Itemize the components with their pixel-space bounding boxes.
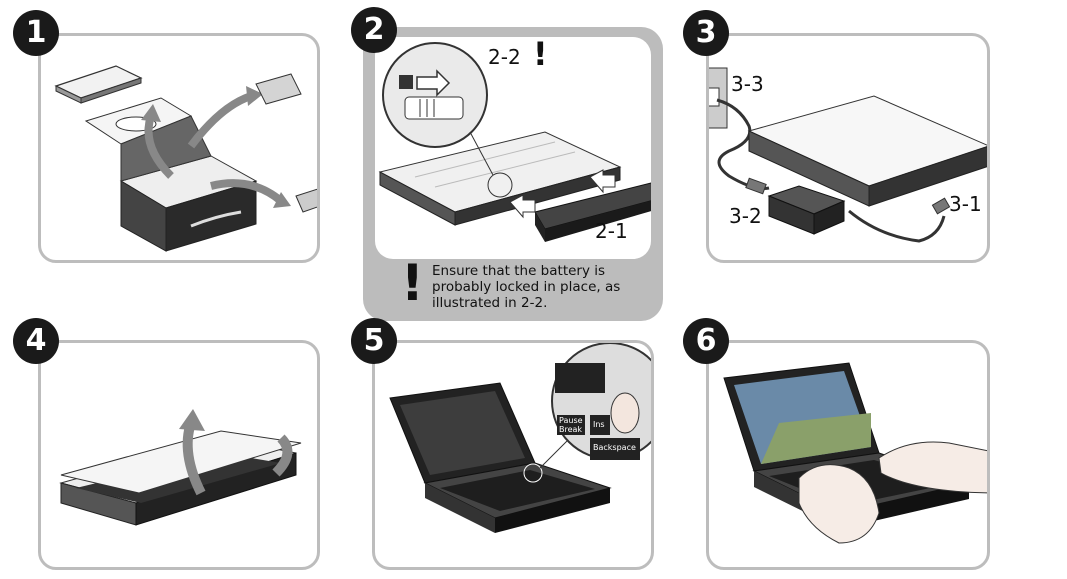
- step-3-panel: 3-3 3-2 3-1: [706, 33, 990, 263]
- label-3-1: 3-1: [949, 192, 982, 216]
- warning-exclamation-icon: !: [401, 254, 424, 312]
- label-2-1: 2-1: [595, 219, 628, 243]
- step-6-badge: 6: [683, 318, 729, 364]
- unboxing-illustration: [54, 65, 317, 252]
- battery-warning-note: Ensure that the battery is probably lock…: [432, 263, 620, 311]
- label-3-2: 3-2: [729, 204, 762, 228]
- note-line-2: probably locked in place, as: [432, 279, 621, 295]
- step-3-badge: 3: [683, 10, 729, 56]
- power-on-illustration: [389, 343, 651, 533]
- step-2-panel: 2-2 ! 2-1 ! Ensure that the battery is p…: [363, 27, 663, 321]
- ins-key-label: Ins: [593, 420, 605, 429]
- step-4-panel: [38, 340, 320, 570]
- note-line-3: illustrated in 2-2.: [432, 295, 548, 311]
- pause-key-label: Pause: [559, 416, 583, 425]
- step-4-badge: 4: [13, 318, 59, 364]
- step-2-badge: 2: [351, 7, 397, 53]
- label-3-3: 3-3: [731, 72, 764, 96]
- break-key-label: Break: [559, 425, 583, 434]
- step-1-badge: 1: [13, 10, 59, 56]
- label-2-2: 2-2: [488, 45, 521, 69]
- step-1-panel: [38, 33, 320, 263]
- power-connection-illustration: [709, 67, 987, 243]
- step-2-illustration-area: [375, 37, 651, 259]
- exclamation-icon: !: [533, 35, 548, 73]
- typing-illustration: [723, 362, 987, 544]
- note-line-1: Ensure that the battery is: [432, 263, 606, 279]
- battery-illustration: [378, 42, 651, 242]
- step-6-panel: [706, 340, 990, 570]
- backspace-key-label: Backspace: [593, 443, 636, 452]
- step-5-badge: 5: [351, 318, 397, 364]
- open-lid-illustration: [59, 409, 302, 526]
- step-5-panel: Pause Break Ins Backspace: [372, 340, 654, 570]
